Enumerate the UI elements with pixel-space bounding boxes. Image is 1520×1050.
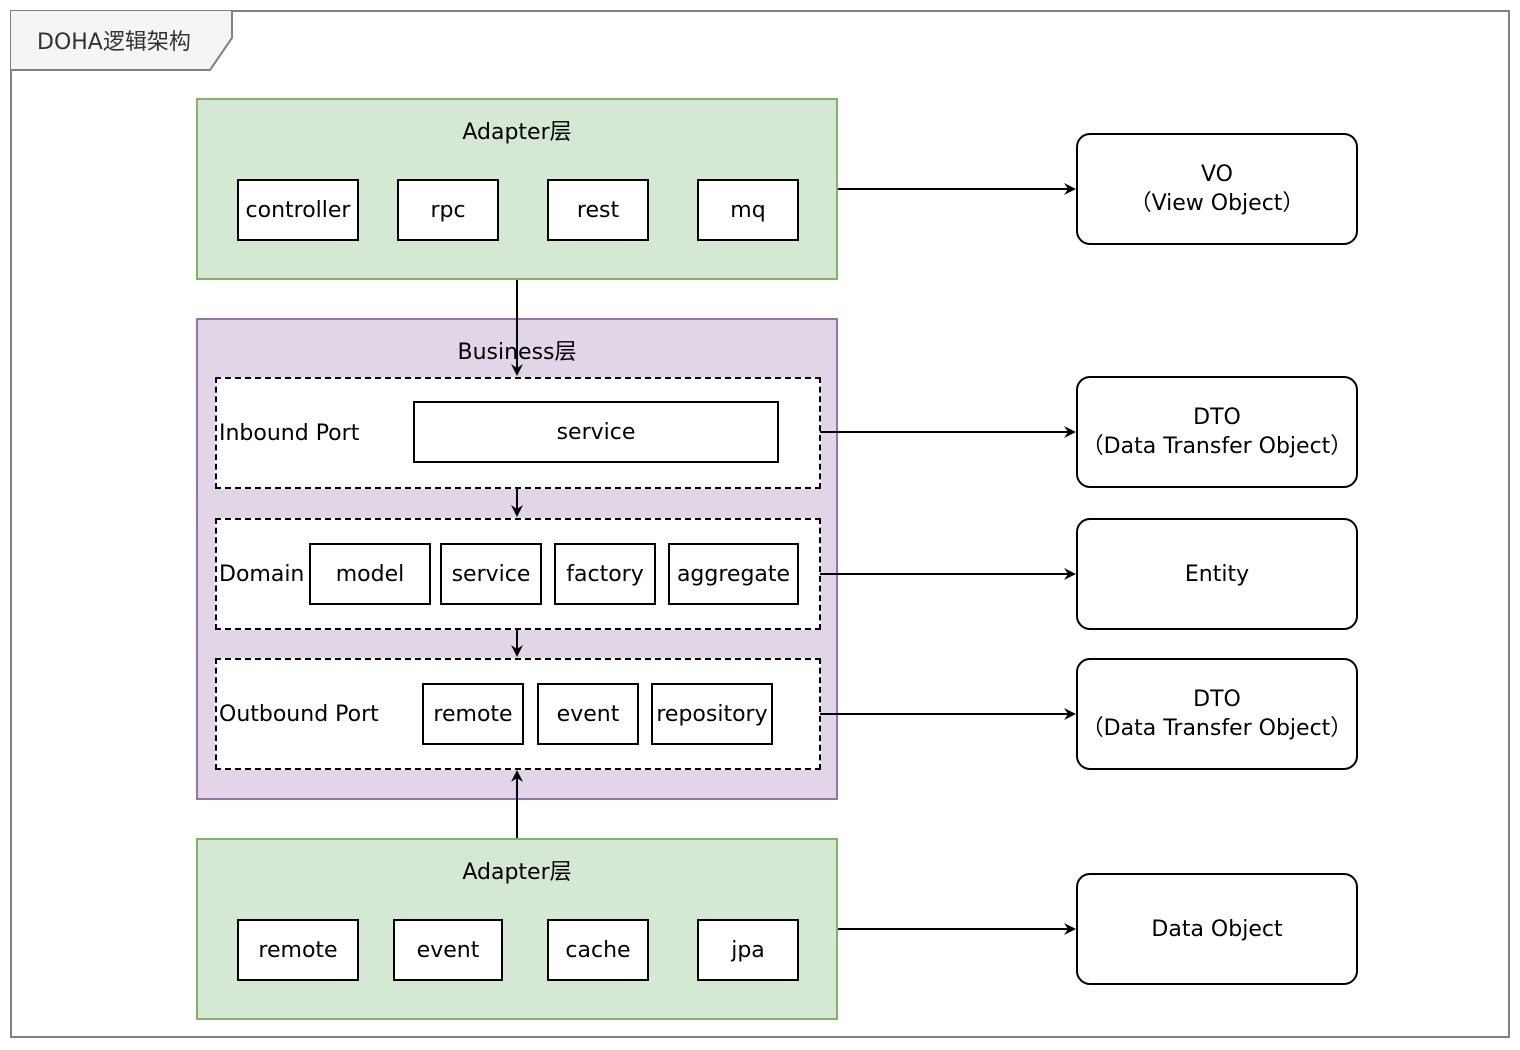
- adapter-bottom-item-cache[interactable]: cache: [547, 919, 649, 981]
- adapter-bottom-item-event[interactable]: event: [393, 919, 503, 981]
- adapter-bottom-item-remote[interactable]: remote: [237, 919, 359, 981]
- adapter-bottom-item-jpa[interactable]: jpa: [697, 919, 799, 981]
- object-dto-inbound[interactable]: DTO （Data Transfer Object）: [1076, 376, 1358, 488]
- domain-item-model[interactable]: model: [309, 543, 431, 605]
- business-layer: Business层 Inbound Port service Domain mo…: [196, 318, 838, 800]
- adapter-top-item-rpc[interactable]: rpc: [397, 179, 499, 241]
- adapter-layer-bottom-title: Adapter层: [462, 860, 572, 885]
- domain-item-aggregate[interactable]: aggregate: [668, 543, 799, 605]
- object-dto-outbound-desc: （Data Transfer Object）: [1081, 716, 1353, 741]
- frame-title: DOHA逻辑架构: [37, 30, 191, 55]
- domain-label: Domain: [219, 562, 305, 587]
- inbound-port-label: Inbound Port: [219, 421, 360, 446]
- object-vo-name: VO: [1201, 162, 1233, 187]
- adapter-layer-bottom: Adapter层 remote event cache jpa: [196, 838, 838, 1020]
- adapter-top-item-rest[interactable]: rest: [547, 179, 649, 241]
- object-vo[interactable]: VO （View Object）: [1076, 133, 1358, 245]
- inbound-item-service[interactable]: service: [413, 401, 779, 463]
- object-dto-outbound[interactable]: DTO （Data Transfer Object）: [1076, 658, 1358, 770]
- inbound-port-group: Inbound Port service: [215, 377, 821, 489]
- business-layer-title: Business层: [457, 340, 577, 365]
- adapter-layer-top: Adapter层 controller rpc rest mq: [196, 98, 838, 280]
- object-vo-desc: （View Object）: [1129, 191, 1305, 216]
- object-entity-name: Entity: [1184, 561, 1250, 587]
- domain-group: Domain model service factory aggregate: [215, 518, 821, 630]
- domain-item-factory[interactable]: factory: [554, 543, 656, 605]
- outbound-item-remote[interactable]: remote: [422, 683, 524, 745]
- domain-item-service[interactable]: service: [440, 543, 542, 605]
- adapter-top-item-controller[interactable]: controller: [237, 179, 359, 241]
- diagram-frame: [10, 10, 1510, 1038]
- object-dto-inbound-desc: （Data Transfer Object）: [1081, 434, 1353, 459]
- object-entity[interactable]: Entity: [1076, 518, 1358, 630]
- object-dto-outbound-name: DTO: [1193, 687, 1241, 712]
- object-data-object[interactable]: Data Object: [1076, 873, 1358, 985]
- outbound-item-repository[interactable]: repository: [651, 683, 773, 745]
- frame-title-tab: [10, 10, 234, 72]
- object-dto-inbound-name: DTO: [1193, 405, 1241, 430]
- adapter-top-item-mq[interactable]: mq: [697, 179, 799, 241]
- outbound-port-label: Outbound Port: [219, 702, 379, 727]
- outbound-item-event[interactable]: event: [537, 683, 639, 745]
- adapter-layer-top-title: Adapter层: [462, 120, 572, 145]
- outbound-port-group: Outbound Port remote event repository: [215, 658, 821, 770]
- object-data-object-name: Data Object: [1151, 916, 1283, 942]
